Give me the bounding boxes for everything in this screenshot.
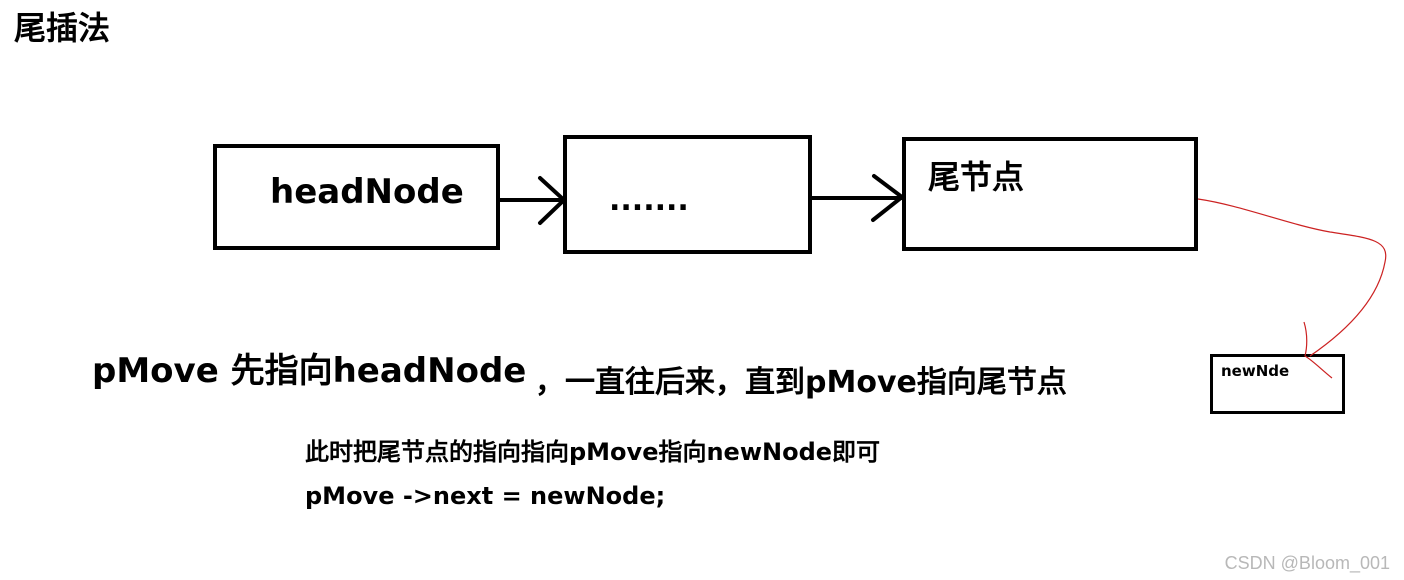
red-link-curve (1197, 198, 1387, 357)
arrow-head-to-middle (498, 176, 567, 225)
head-node-label: headNode (270, 172, 464, 212)
caption-line1-part2: ，一直往后来，直到pMove指向尾节点 (535, 365, 1067, 400)
middle-node-box: ....... (563, 135, 812, 254)
caption-line1-part1: pMove 先指向headNode (92, 351, 527, 391)
arrow-middle-to-tail (810, 174, 906, 222)
new-node-label: newNde (1221, 362, 1290, 380)
watermark: CSDN @Bloom_001 (1224, 553, 1390, 573)
caption-line2: 此时把尾节点的指向指向pMove指向newNode即可 (305, 438, 881, 466)
middle-node-label: ....... (609, 183, 689, 218)
head-node-box: headNode (213, 144, 500, 250)
page-title: 尾插法 (14, 9, 111, 47)
tail-node-label: 尾节点 (928, 158, 1025, 196)
tail-node-box: 尾节点 (902, 137, 1198, 251)
new-node-box: newNde (1210, 354, 1345, 414)
caption-line3: pMove ->next = newNode; (305, 482, 666, 510)
